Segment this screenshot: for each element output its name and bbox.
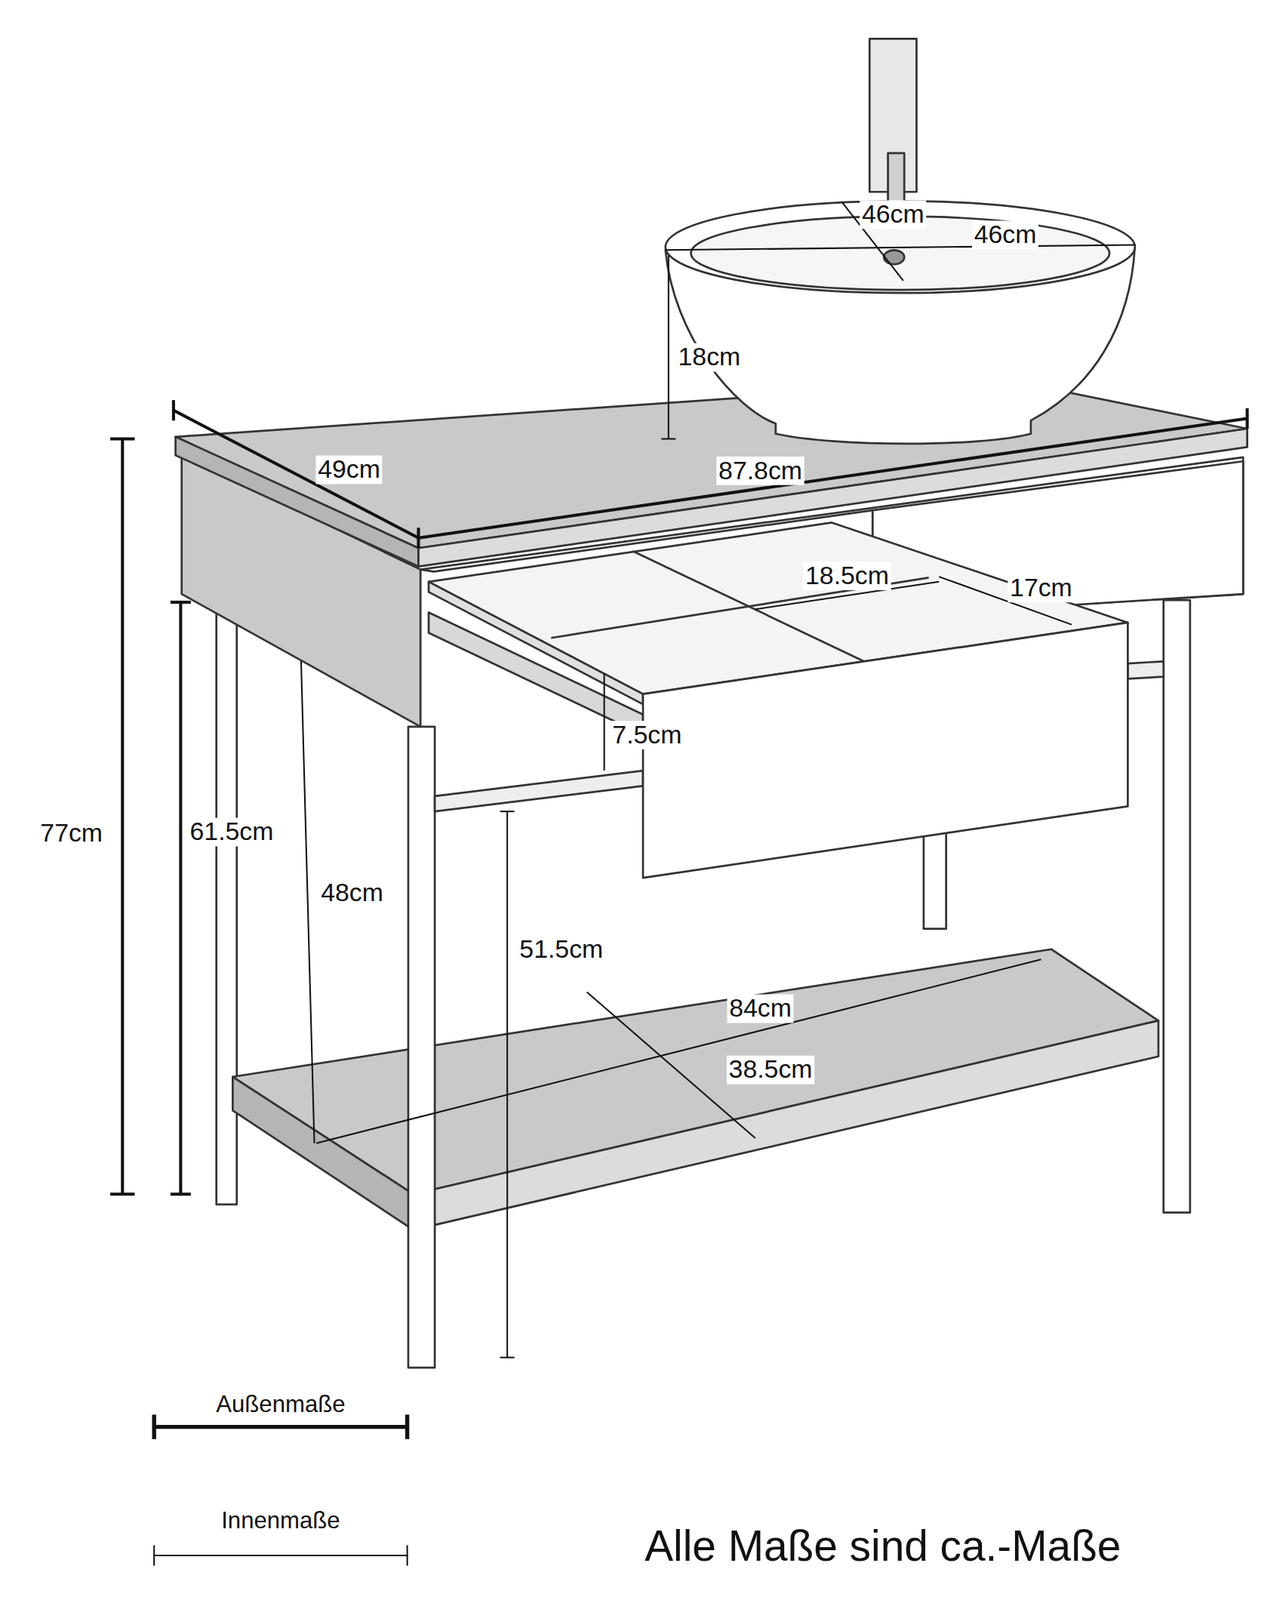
dimension-label: 46cm — [859, 199, 927, 228]
dimension-label: 38.5cm — [726, 1055, 815, 1084]
dimension-label: 18.5cm — [802, 561, 891, 590]
drain — [883, 249, 905, 265]
dimension-label: 61.5cm — [187, 818, 276, 847]
dimension-label: 77cm — [38, 818, 105, 847]
countertop-edge — [418, 428, 1247, 567]
caption: Alle Maße sind ca.-Maße — [644, 1521, 1121, 1571]
drawer-front — [643, 622, 1128, 878]
faucet-spout — [888, 153, 905, 205]
legend-samples — [153, 1414, 409, 1566]
dimension-label: 87.8cm — [716, 456, 804, 485]
shelf-edge — [232, 1076, 413, 1231]
drawer-rail — [428, 612, 643, 735]
leg — [216, 591, 237, 1204]
leg — [1163, 599, 1191, 1213]
legend-text: Innenmaße — [221, 1507, 340, 1536]
inner-dimension-lines — [301, 202, 1136, 1358]
dimension-label: 51.5cm — [517, 935, 606, 963]
crossbar — [434, 770, 643, 812]
crossbar — [1127, 661, 1163, 679]
dimension-label: 48cm — [319, 879, 386, 908]
dimension-label: 7.5cm — [610, 720, 684, 749]
legend-text: Außenmaße — [215, 1390, 345, 1419]
dimension-label: 17cm — [1007, 573, 1074, 602]
countertop-edge — [175, 436, 419, 567]
dimension-label: 49cm — [315, 455, 382, 484]
dimension-label: 46cm — [972, 220, 1039, 249]
shelf-edge — [413, 1020, 1159, 1230]
dimension-label: 18cm — [676, 343, 743, 372]
leg — [408, 726, 435, 1368]
dimension-label: 84cm — [726, 994, 794, 1023]
dimension-lines — [110, 399, 1248, 1194]
